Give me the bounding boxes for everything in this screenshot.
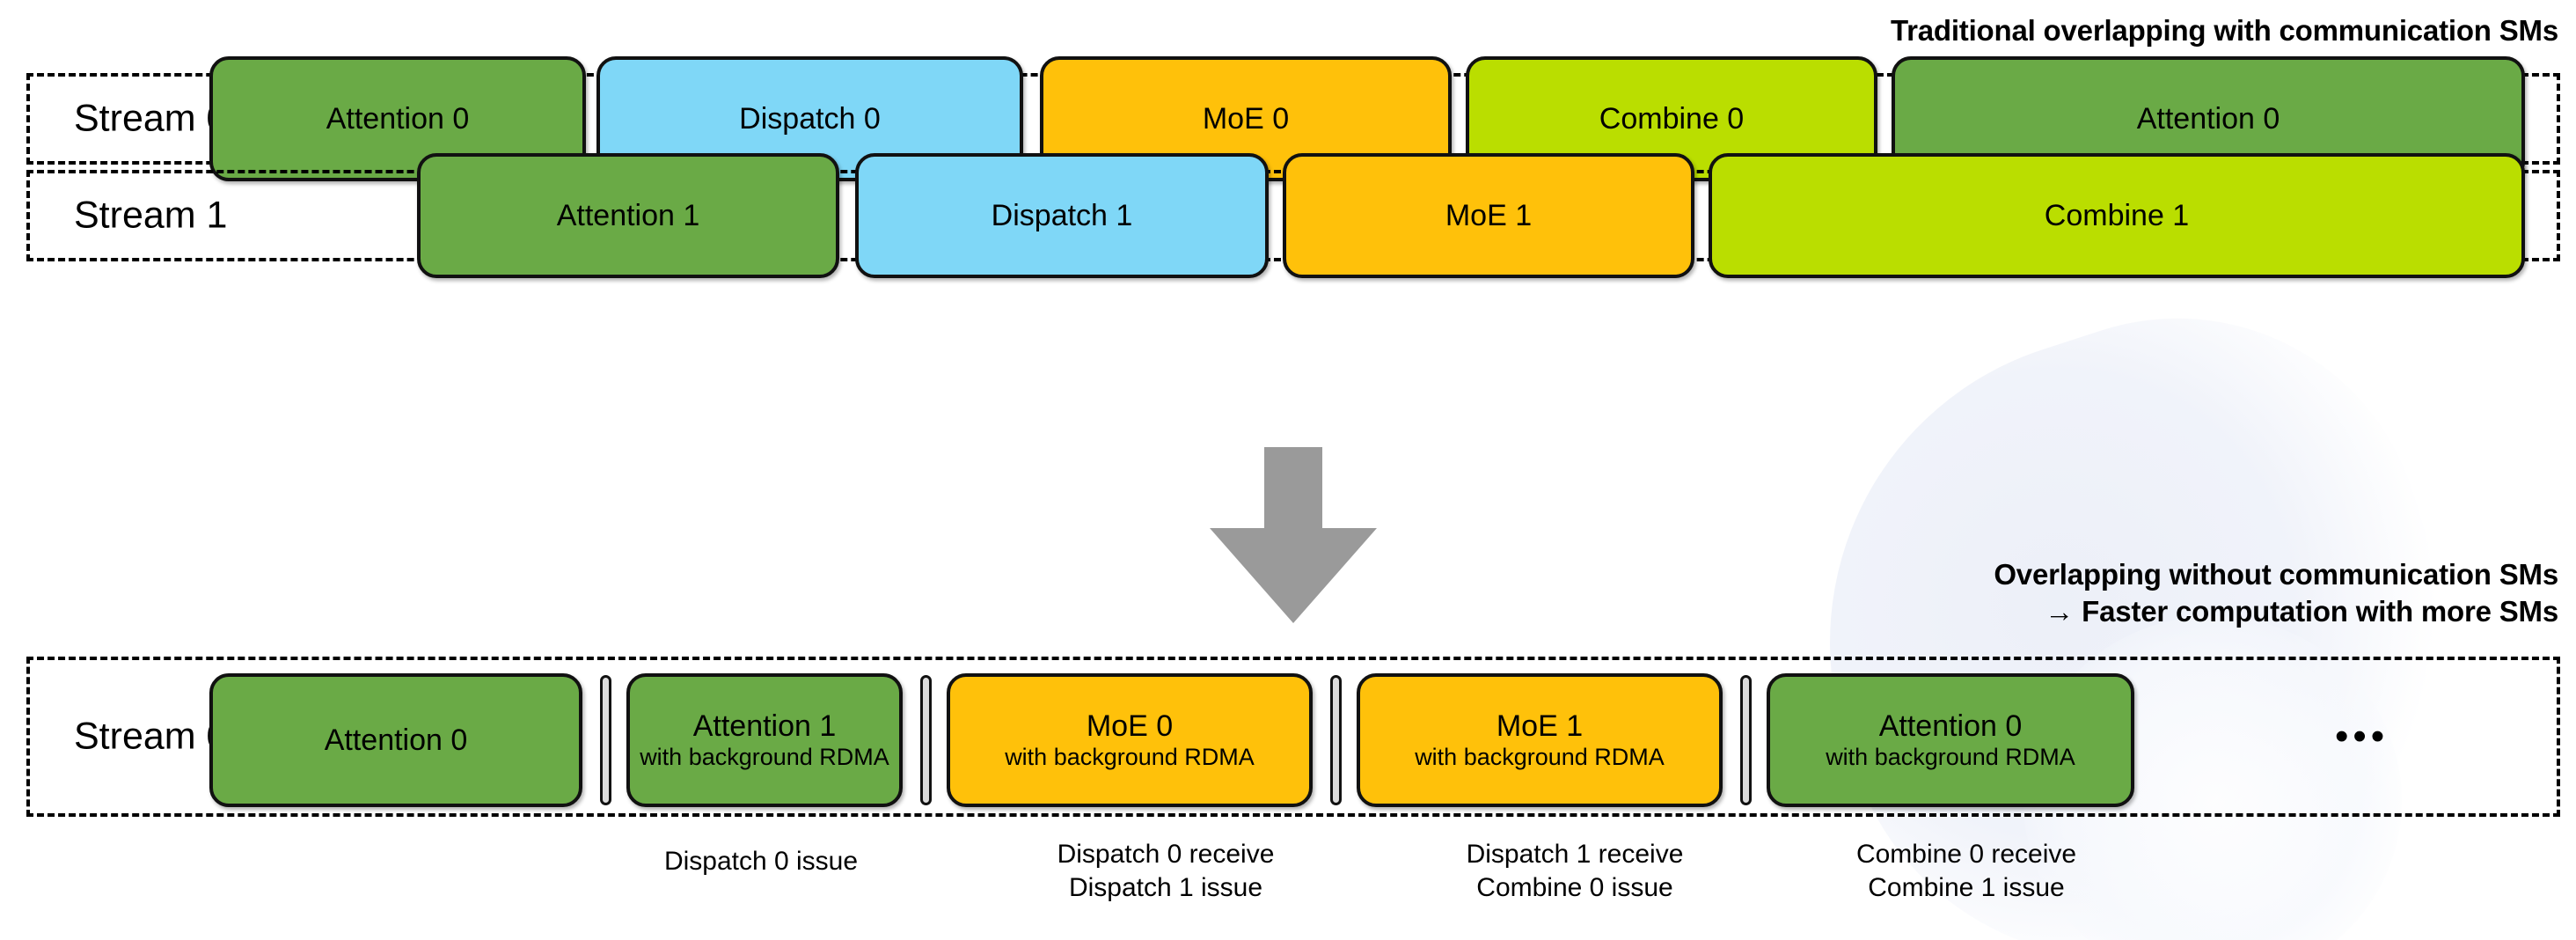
task-box-label: Dispatch 0 (739, 101, 881, 136)
task-box-moe-0-opt[interactable]: MoE 0 with background RDMA (947, 673, 1313, 807)
stream-label-0-bottom: Stream 0 (74, 715, 228, 758)
task-box-label: Attention 1 (556, 198, 700, 232)
stream-row-1-traditional: Stream 1 Attention 1 Dispatch 1 MoE 1 Co… (26, 153, 2560, 278)
stream-row-0-optimized: Stream 0 Attention 0 Attention 1 with ba… (26, 657, 2560, 817)
separator-bar-3 (1330, 675, 1342, 805)
caption-combine-0-receive-1-issue: Combine 0 receive Combine 1 issue (1855, 840, 2077, 902)
caption-dispatch-0-issue: Dispatch 0 issue (663, 847, 859, 876)
task-box-sublabel: with background RDMA (1826, 743, 2075, 770)
stream-label-0-top: Stream 0 (74, 97, 228, 140)
task-box-label: Dispatch 1 (991, 198, 1133, 232)
task-box-label: MoE 1 (1496, 709, 1584, 743)
task-box-attention-0b-opt[interactable]: Attention 0 with background RDMA (1767, 673, 2134, 807)
caption-dispatch-1-receive-combine-0-issue: Dispatch 1 receive Combine 0 issue (1466, 840, 1684, 902)
task-box-label: Attention 1 (692, 709, 837, 743)
stream-row-0-traditional: Stream 0 Attention 0 Dispatch 0 MoE 0 Co… (26, 56, 2560, 181)
separator-bar-2 (920, 675, 932, 805)
task-box-attention-0-opt[interactable]: Attention 0 (209, 673, 582, 807)
task-box-combine-1-s1[interactable]: Combine 1 (1709, 153, 2525, 278)
task-box-sublabel: with background RDMA (640, 743, 889, 770)
task-box-attention-1-s1[interactable]: Attention 1 (417, 153, 839, 278)
down-arrow-icon (1210, 447, 1377, 623)
stream-label-1-top: Stream 1 (74, 194, 228, 237)
task-box-label: Attention 0 (324, 723, 468, 757)
task-box-label: Attention 0 (2136, 101, 2280, 136)
task-box-dispatch-1-s1[interactable]: Dispatch 1 (855, 153, 1269, 278)
task-box-moe-1-opt[interactable]: MoE 1 with background RDMA (1357, 673, 1723, 807)
continuation-ellipsis: ••• (2335, 715, 2389, 758)
separator-bar-4 (1740, 675, 1752, 805)
task-box-label: Attention 0 (1878, 709, 2023, 743)
task-box-label: MoE 0 (1202, 101, 1290, 136)
caption-dispatch-0-receive-1-issue: Dispatch 0 receive Dispatch 1 issue (1057, 840, 1275, 902)
transition-arrow-container (1210, 447, 1377, 623)
task-box-label: MoE 0 (1086, 709, 1174, 743)
task-box-sublabel: with background RDMA (1415, 743, 1665, 770)
bottom-section-title: Overlapping without communication SMs → … (1994, 558, 2558, 628)
task-box-label: Combine 1 (2044, 198, 2190, 232)
task-box-label: MoE 1 (1445, 198, 1533, 232)
top-section-title: Traditional overlapping with communicati… (1890, 14, 2558, 47)
task-box-sublabel: with background RDMA (1005, 743, 1255, 770)
task-box-label: Combine 0 (1599, 101, 1745, 136)
task-box-attention-1-opt[interactable]: Attention 1 with background RDMA (626, 673, 903, 807)
task-box-label: Attention 0 (326, 101, 470, 136)
separator-bar-1 (600, 675, 611, 805)
task-box-moe-1-s1[interactable]: MoE 1 (1283, 153, 1694, 278)
